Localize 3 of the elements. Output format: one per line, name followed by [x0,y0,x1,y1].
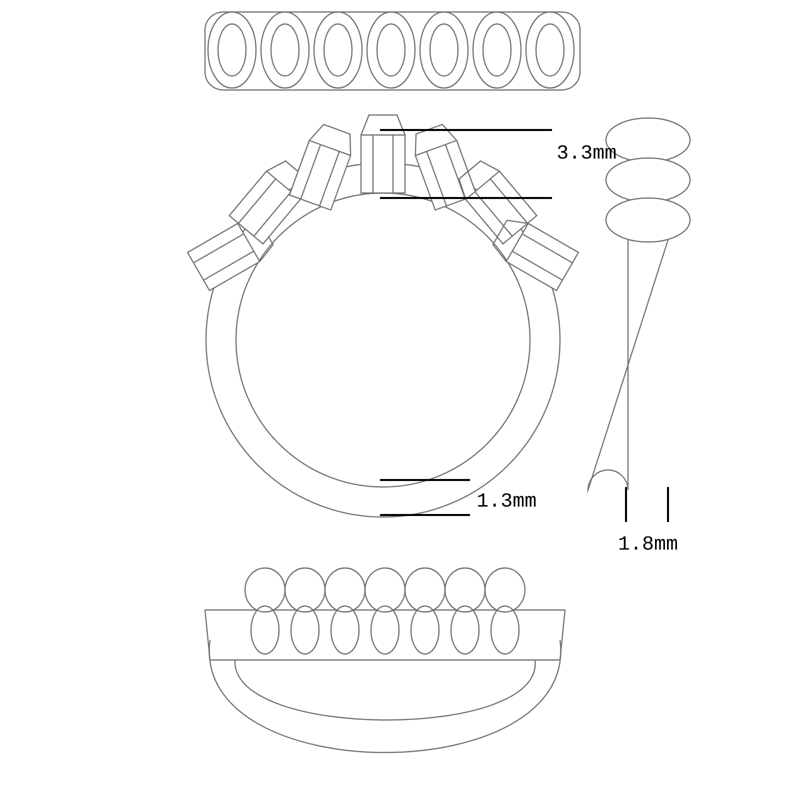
dimension-label: 3.3mm [558,145,616,159]
dimension-label: 1.8mm [619,536,677,550]
dimension-label: 1.3mm [478,493,536,507]
